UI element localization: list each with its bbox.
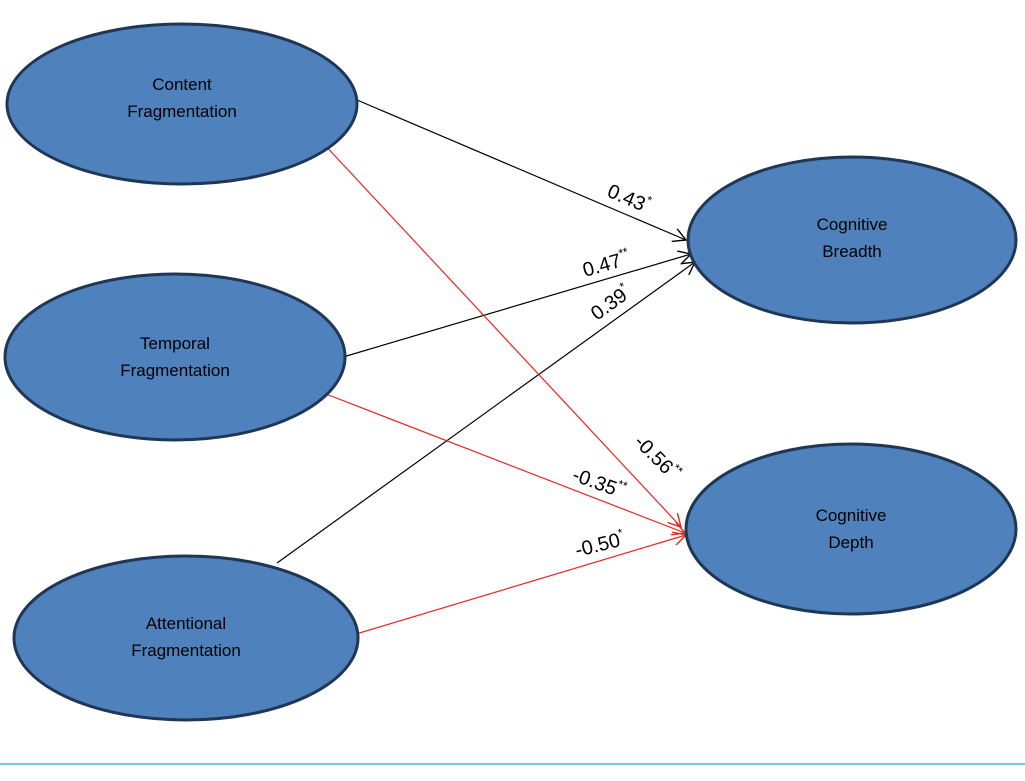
coef-attentional-breadth: 0.39*: [585, 279, 635, 325]
path-content-to-depth: [321, 141, 681, 527]
coef-attentional-depth: -0.50*: [572, 525, 627, 561]
node-label-line1: Cognitive: [816, 506, 887, 525]
node-label-line2: Fragmentation: [127, 102, 237, 121]
node-label-line1: Temporal: [140, 334, 210, 353]
coef-temporal-depth: -0.35**: [569, 461, 629, 503]
node-cognitive-depth: Cognitive Depth: [684, 442, 1018, 616]
path-attentional-to-breadth: [276, 262, 695, 564]
node-temporal-fragmentation: Temporal Fragmentation: [3, 272, 347, 442]
node-label-line2: Fragmentation: [131, 641, 241, 660]
node-content-fragmentation: Content Fragmentation: [5, 22, 359, 186]
path-temporal-to-breadth: [342, 254, 691, 358]
coef-content-breadth: 0.43*: [604, 178, 654, 218]
node-label-line1: Content: [152, 75, 212, 94]
coef-content-depth: -0.56**: [629, 429, 686, 486]
node-label-line2: Breadth: [822, 242, 882, 261]
node-label-line2: Fragmentation: [120, 361, 230, 380]
path-attentional-to-depth: [355, 535, 686, 635]
node-label-line2: Depth: [828, 533, 873, 552]
node-label-line1: Cognitive: [817, 215, 888, 234]
coef-temporal-breadth: 0.47**: [579, 244, 633, 281]
path-content-to-breadth: [349, 96, 686, 240]
path-temporal-to-depth: [325, 393, 685, 533]
node-attentional-fragmentation: Attentional Fragmentation: [12, 554, 360, 722]
node-label-line1: Attentional: [146, 614, 226, 633]
node-cognitive-breadth: Cognitive Breadth: [686, 155, 1018, 325]
